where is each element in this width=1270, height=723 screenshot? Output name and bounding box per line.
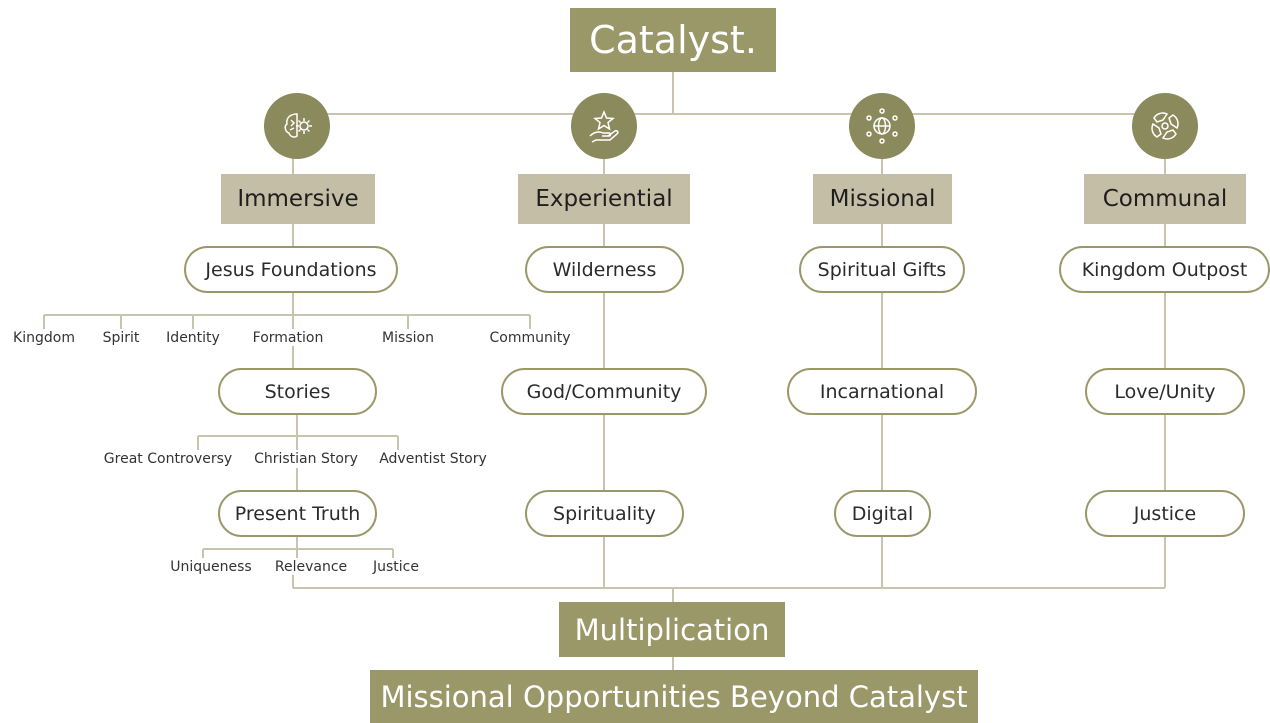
node-stories: Stories: [218, 368, 377, 415]
hands-circle-icon: [1132, 93, 1198, 159]
pillar-experiential: Experiential: [518, 174, 690, 224]
multiplication-box: Multiplication: [559, 602, 785, 657]
topic-relevance: Relevance: [274, 559, 348, 575]
topic-community: Community: [489, 330, 571, 346]
topic-justice: Justice: [373, 559, 419, 575]
node-god-community: God/Community: [501, 368, 707, 415]
node-incarnational: Incarnational: [787, 368, 977, 415]
node-spirituality: Spirituality: [525, 490, 684, 537]
node-justice: Justice: [1085, 490, 1245, 537]
hand-star-icon: [571, 93, 637, 159]
topic-spirit: Spirit: [102, 330, 140, 346]
node-wilderness: Wilderness: [525, 246, 684, 293]
node-digital: Digital: [834, 490, 931, 537]
node-present-truth: Present Truth: [218, 490, 377, 537]
globe-network-icon: [849, 93, 915, 159]
node-kingdom-outpost: Kingdom Outpost: [1059, 246, 1270, 293]
topic-identity: Identity: [166, 330, 220, 346]
topic-uniqueness: Uniqueness: [170, 559, 252, 575]
catalyst-title: Catalyst.: [570, 8, 776, 72]
node-jesus-foundations: Jesus Foundations: [184, 246, 398, 293]
node-love-unity: Love/Unity: [1085, 368, 1245, 415]
beyond-catalyst-box: Missional Opportunities Beyond Catalyst: [370, 670, 978, 723]
pillar-missional: Missional: [813, 174, 952, 224]
topic-formation: Formation: [252, 330, 324, 346]
node-spiritual-gifts: Spiritual Gifts: [799, 246, 965, 293]
pillar-immersive: Immersive: [221, 174, 375, 224]
brain-gear-icon: [264, 93, 330, 159]
pillar-communal: Communal: [1084, 174, 1246, 224]
topic-mission: Mission: [382, 330, 434, 346]
topic-christian-story: Christian Story: [254, 451, 358, 467]
topic-kingdom: Kingdom: [13, 330, 75, 346]
topic-great-controversy: Great Controversy: [103, 451, 233, 467]
topic-adventist-story: Adventist Story: [379, 451, 487, 467]
